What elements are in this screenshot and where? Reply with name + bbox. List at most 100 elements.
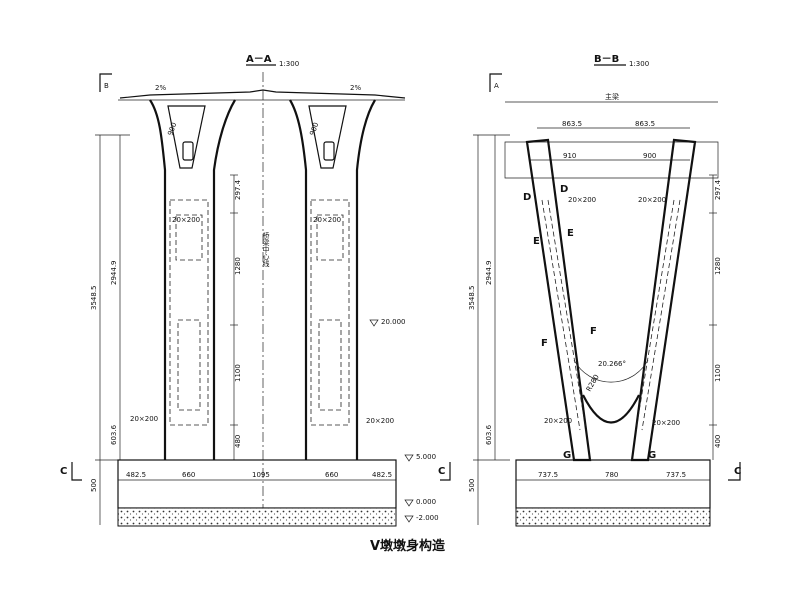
right-head-slot: [323, 141, 335, 161]
level-1: 20.000: [381, 318, 406, 326]
section-marker-a: [489, 73, 502, 92]
left-pier-outer-edge: [149, 99, 167, 460]
right-pier-inner-edge: [355, 99, 376, 460]
rebar-label-3: 20×200: [130, 415, 158, 423]
b-dim-seg2: 1280: [714, 257, 722, 275]
b-base-3: 737.5: [666, 471, 686, 479]
left-core-lower: [177, 319, 201, 411]
b-pile-cap: [515, 459, 711, 509]
section-marker-c-left: [71, 462, 82, 481]
mid-dim-2: 900: [643, 152, 656, 160]
b-dim-seg1: 297.4: [714, 179, 722, 200]
v-right-rebar-1: [641, 199, 681, 431]
slope-left: 2%: [155, 84, 166, 92]
b-dim-foot: 500: [468, 479, 476, 492]
view-b-scale: 1:300: [629, 60, 649, 68]
view-b-marker-a: A: [494, 82, 499, 90]
left-core-upper: [175, 214, 203, 261]
dim-foot-height: 500: [90, 479, 98, 492]
top-dim-1: 863.5: [562, 120, 582, 128]
level-marker-3: [404, 499, 414, 507]
sec-f-2: F: [590, 326, 597, 337]
base-dim-4: 660: [325, 471, 338, 479]
sec-g-2: G: [648, 450, 656, 461]
v-angle: 20.266°: [598, 360, 626, 368]
b-section-marker-c: [728, 462, 741, 481]
sec-g-1: G: [563, 450, 571, 461]
main-beam-label: 主梁: [605, 92, 619, 101]
sec-d-2: D: [560, 184, 568, 195]
level-3: 0.000: [416, 498, 436, 506]
section-marker-b-left: [99, 73, 112, 92]
level-4: -2.000: [416, 514, 439, 522]
sec-f-1: F: [541, 338, 548, 349]
main-beam-box: [504, 141, 719, 179]
right-pier-core: [310, 199, 350, 426]
mid-dim-1: 910: [563, 152, 576, 160]
view-b-marker-c: C: [734, 466, 741, 477]
dim-seg4: 480: [234, 435, 242, 448]
b-dim-seg4: 400: [714, 435, 722, 448]
figure-caption: V墩墩身构造: [370, 538, 446, 554]
sec-e-2: E: [567, 228, 574, 239]
pile-cap: [117, 459, 397, 509]
v-right-leg: [630, 138, 697, 462]
right-pier-outer-edge: [289, 99, 308, 460]
dim-total-height: 3548.5: [90, 286, 98, 311]
left-head-dim: 900: [166, 121, 178, 136]
view-b-title: B－B: [594, 54, 619, 65]
rebar-label-4: 20×200: [366, 417, 394, 425]
base-dim-3: 1095: [252, 471, 270, 479]
left-head-slot: [182, 141, 194, 161]
dim-seg3: 1100: [234, 364, 242, 382]
b-dim-upper: 2944.9: [485, 261, 493, 286]
b-foundation-fill: [515, 507, 711, 527]
level-marker-2: [404, 454, 414, 462]
v-right-rebar-2: [635, 199, 675, 431]
left-head-cavity: [167, 105, 206, 169]
b-rebar-2: 20×200: [638, 196, 666, 204]
view-a-marker-c-left: C: [60, 466, 67, 477]
b-dim-seg3: 1100: [714, 364, 722, 382]
b-dim-lower: 603.6: [485, 424, 493, 445]
view-a-a: A－A 1:300 B 2% 2% 900 900 20×200 20×2: [60, 54, 451, 527]
view-a-scale: 1:300: [279, 60, 299, 68]
dim-lower-height: 603.6: [110, 424, 118, 445]
v-left-rebar-1: [541, 199, 581, 431]
b-base-2: 780: [605, 471, 618, 479]
b-dim-total: 3548.5: [468, 286, 476, 311]
right-core-lower: [318, 319, 342, 411]
v-left-rebar-2: [547, 199, 587, 431]
right-core-upper: [316, 214, 344, 261]
base-dim-5: 482.5: [372, 471, 392, 479]
base-dim-2: 660: [182, 471, 195, 479]
sec-d-1: D: [523, 192, 531, 203]
b-base-1: 737.5: [538, 471, 558, 479]
v-radius: R280: [585, 373, 601, 393]
sec-e-1: E: [533, 236, 540, 247]
foundation-fill: [117, 507, 397, 527]
b-rebar-3: 20×200: [544, 417, 572, 425]
dim-upper-height: 2944.9: [110, 261, 118, 286]
level-marker-1: [369, 319, 379, 327]
view-a-marker-b: B: [104, 82, 109, 90]
center-line-label: 桥梁中心线: [262, 231, 270, 267]
base-dim-1: 482.5: [126, 471, 146, 479]
b-rebar-1: 20×200: [568, 196, 596, 204]
slope-right: 2%: [350, 84, 361, 92]
right-head-cavity: [308, 105, 347, 169]
angle-arc: [573, 359, 649, 383]
level-2: 5.000: [416, 453, 436, 461]
v-bottom-curve: [582, 394, 640, 424]
rebar-label-1: 20×200: [172, 216, 200, 224]
view-a-title: A－A: [246, 54, 272, 65]
view-b-b: B－B 1:300 A 主梁 863.5 863.5 910 900 20.26…: [468, 54, 741, 527]
left-pier-inner-edge: [212, 99, 236, 460]
right-head-dim: 900: [308, 121, 320, 136]
dim-seg2: 1280: [234, 257, 242, 275]
rebar-label-2: 20×200: [313, 216, 341, 224]
level-marker-4: [404, 515, 414, 523]
view-a-marker-c-right: C: [438, 466, 445, 477]
